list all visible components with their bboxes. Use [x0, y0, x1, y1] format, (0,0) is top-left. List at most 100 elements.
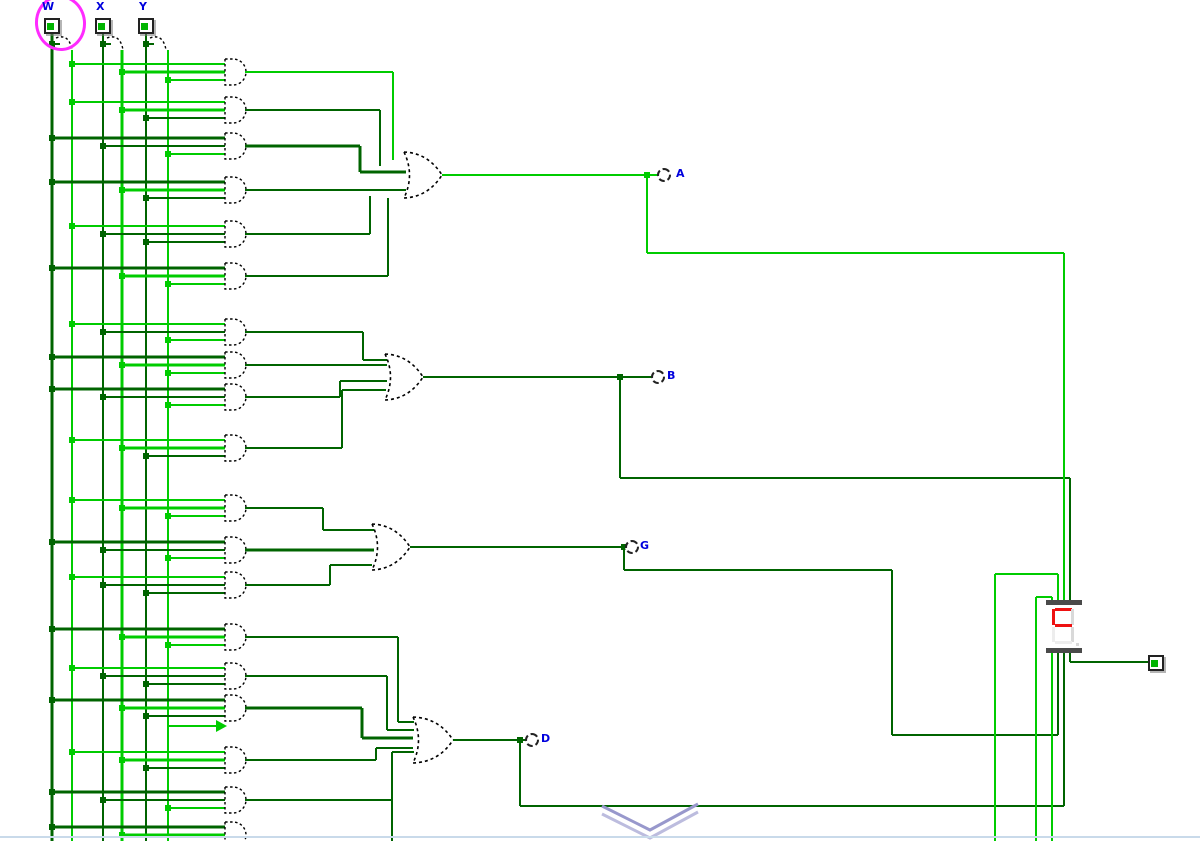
wire-junction — [165, 77, 171, 83]
and-gate[interactable] — [224, 96, 247, 124]
seven-segment-display[interactable] — [1046, 600, 1082, 653]
and-gate[interactable] — [224, 58, 247, 86]
segment-e — [1052, 627, 1055, 642]
wire-junction — [49, 697, 55, 703]
segment-f — [1052, 609, 1055, 625]
wire-junction — [165, 151, 171, 157]
wire-junction — [49, 41, 55, 47]
wire-junction — [517, 737, 523, 743]
output-pin-g[interactable] — [625, 540, 639, 554]
pin-state-indicator — [141, 23, 148, 30]
not-gate[interactable] — [55, 36, 73, 51]
and-gate[interactable] — [224, 351, 247, 379]
output-label-a: A — [676, 167, 685, 180]
wire-junction — [100, 673, 106, 679]
and-gate[interactable] — [224, 494, 247, 522]
segment-c — [1071, 627, 1074, 642]
wire-junction — [69, 749, 75, 755]
wire-junction — [165, 402, 171, 408]
not-gate[interactable] — [106, 36, 124, 51]
and-gate[interactable] — [224, 318, 247, 346]
wire-junction — [100, 547, 106, 553]
wire-junction — [143, 453, 149, 459]
and-gate[interactable] — [224, 746, 247, 774]
wire-junction — [119, 107, 125, 113]
wire-junction — [49, 265, 55, 271]
wire-junction — [49, 354, 55, 360]
and-gate[interactable] — [224, 662, 247, 690]
wire-junction — [143, 115, 149, 121]
wire-junction — [143, 41, 149, 47]
input-pin-x[interactable] — [95, 18, 111, 34]
or-gate[interactable] — [371, 523, 411, 571]
wire-junction — [49, 626, 55, 632]
wire-junction — [143, 590, 149, 596]
wire-junction — [119, 757, 125, 763]
wire-junction — [143, 681, 149, 687]
and-gate[interactable] — [224, 176, 247, 204]
wire-junction — [621, 544, 627, 550]
output-pin-a[interactable] — [657, 168, 671, 182]
and-gate[interactable] — [224, 786, 247, 814]
wire-junction — [119, 273, 125, 279]
wire-junction — [119, 445, 125, 451]
not-gate[interactable] — [149, 36, 167, 51]
and-gate[interactable] — [224, 220, 247, 248]
input-label-y: Y — [139, 0, 147, 13]
wire-junction — [100, 143, 106, 149]
wire-junction — [165, 370, 171, 376]
and-gate[interactable] — [224, 132, 247, 160]
display-bottom-edge — [1046, 648, 1082, 653]
and-gate[interactable] — [224, 571, 247, 599]
and-gate[interactable] — [224, 623, 247, 651]
wire-junction — [69, 665, 75, 671]
or-gate[interactable] — [403, 151, 443, 199]
wire-junction — [69, 99, 75, 105]
wire-junction — [119, 362, 125, 368]
wire-junction — [49, 179, 55, 185]
input-pin-y[interactable] — [138, 18, 154, 34]
output-label-d: D — [541, 732, 551, 745]
wire-junction — [165, 805, 171, 811]
wire-junction — [119, 69, 125, 75]
wire-junction — [165, 642, 171, 648]
wire-junction — [119, 832, 125, 838]
wire-junction — [165, 513, 171, 519]
input-label-x: X — [96, 0, 105, 13]
wire-junction — [119, 505, 125, 511]
or-gate[interactable] — [384, 353, 424, 401]
wire-junction — [100, 231, 106, 237]
segment-a — [1055, 608, 1072, 611]
and-gate[interactable] — [224, 821, 247, 841]
chevron-down-icon — [601, 802, 699, 832]
or-gate[interactable] — [412, 716, 454, 764]
wire-junction — [119, 705, 125, 711]
and-gate[interactable] — [224, 536, 247, 564]
wire-junction — [165, 555, 171, 561]
wire-junction — [49, 824, 55, 830]
wire-junction — [644, 172, 650, 178]
display-aux-input-pin[interactable] — [1148, 655, 1164, 671]
wire-junction — [119, 187, 125, 193]
and-gate[interactable] — [224, 262, 247, 290]
wire-junction — [100, 329, 106, 335]
pin-state-indicator — [98, 23, 105, 30]
wire-junction — [69, 223, 75, 229]
wire-junction — [69, 574, 75, 580]
wire-junction — [69, 321, 75, 327]
segment-b — [1071, 609, 1074, 625]
wire-junction — [617, 374, 623, 380]
wire-junction — [49, 539, 55, 545]
and-gate[interactable] — [224, 383, 247, 411]
input-pin-w[interactable] — [44, 18, 60, 34]
wire-junction — [49, 135, 55, 141]
and-gate[interactable] — [224, 694, 247, 722]
window-bottom-border — [0, 836, 1200, 838]
output-pin-b[interactable] — [651, 370, 665, 384]
output-pin-d[interactable] — [525, 733, 539, 747]
and-gate[interactable] — [224, 434, 247, 462]
wire-junction — [100, 394, 106, 400]
wire-junction — [49, 789, 55, 795]
